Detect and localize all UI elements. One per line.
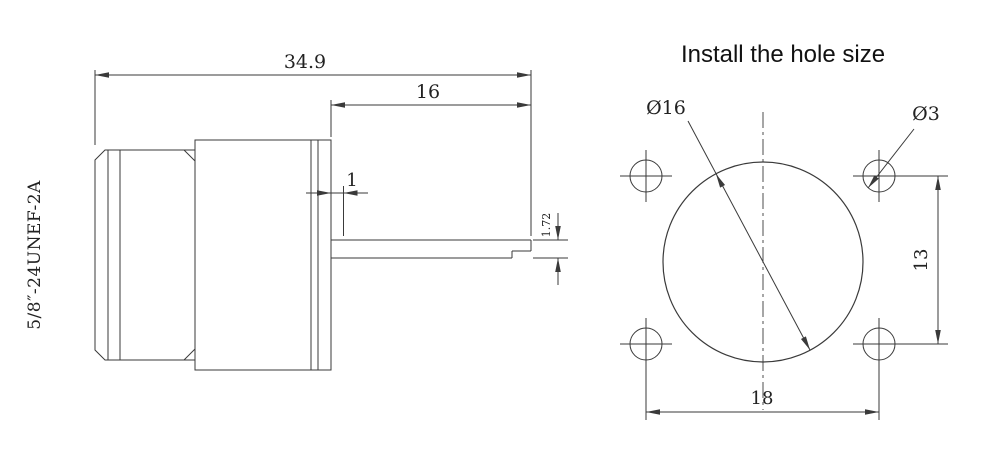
dimension-text-thickness: 1.72: [540, 213, 553, 238]
connector-coupling-nut: [94, 149, 196, 361]
dimension-overall-length: 34.9: [94, 51, 532, 236]
mount-hole-top-left: [620, 150, 672, 202]
connector-body: [194, 139, 332, 371]
nut-chamfer-line: [183, 149, 196, 162]
connector-side-view: 5/8″-24UNEF-2A 34.9 16 1 1: [25, 51, 568, 371]
diameter-arrowhead: [800, 336, 810, 350]
nut-chamfer-line: [183, 348, 196, 361]
mounting-hole-view: Install the hole size Ø16: [620, 41, 948, 420]
leader-mount-hole-diameter: Ø3: [867, 103, 940, 189]
connector-solder-tab: [331, 239, 532, 259]
leader-line: [687, 120, 811, 351]
dimension-offset: 1: [306, 170, 368, 236]
dimension-text-center-hole: Ø16: [646, 97, 686, 119]
dimension-text-tab-length: 16: [416, 81, 440, 103]
dimension-text-horizontal-spacing: 18: [751, 388, 774, 409]
dimension-tab-length: 16: [330, 81, 531, 137]
dimension-vertical-spacing: 13: [897, 175, 948, 345]
dimension-text-mount-hole: Ø3: [912, 103, 940, 125]
leader-line: [867, 128, 915, 189]
diameter-arrowhead: [716, 174, 726, 188]
dimension-horizontal-spacing: 18: [645, 362, 880, 420]
dimension-text-vertical-spacing: 13: [911, 249, 932, 272]
dimension-text-overall: 34.9: [284, 51, 326, 73]
thread-spec-label: 5/8″-24UNEF-2A: [25, 180, 45, 330]
dimension-tab-thickness: 1.72: [533, 213, 568, 285]
hole-view-title: Install the hole size: [681, 41, 885, 68]
mount-hole-bottom-left: [620, 318, 672, 370]
nut-outline: [94, 149, 196, 361]
mount-hole-top-right: [853, 150, 905, 202]
leader-center-hole-diameter: Ø16: [646, 97, 811, 351]
body-outline: [194, 139, 332, 371]
mount-hole-bottom-right: [853, 318, 905, 370]
dimension-text-offset: 1: [346, 170, 357, 191]
center-hole-circle: [662, 161, 864, 363]
